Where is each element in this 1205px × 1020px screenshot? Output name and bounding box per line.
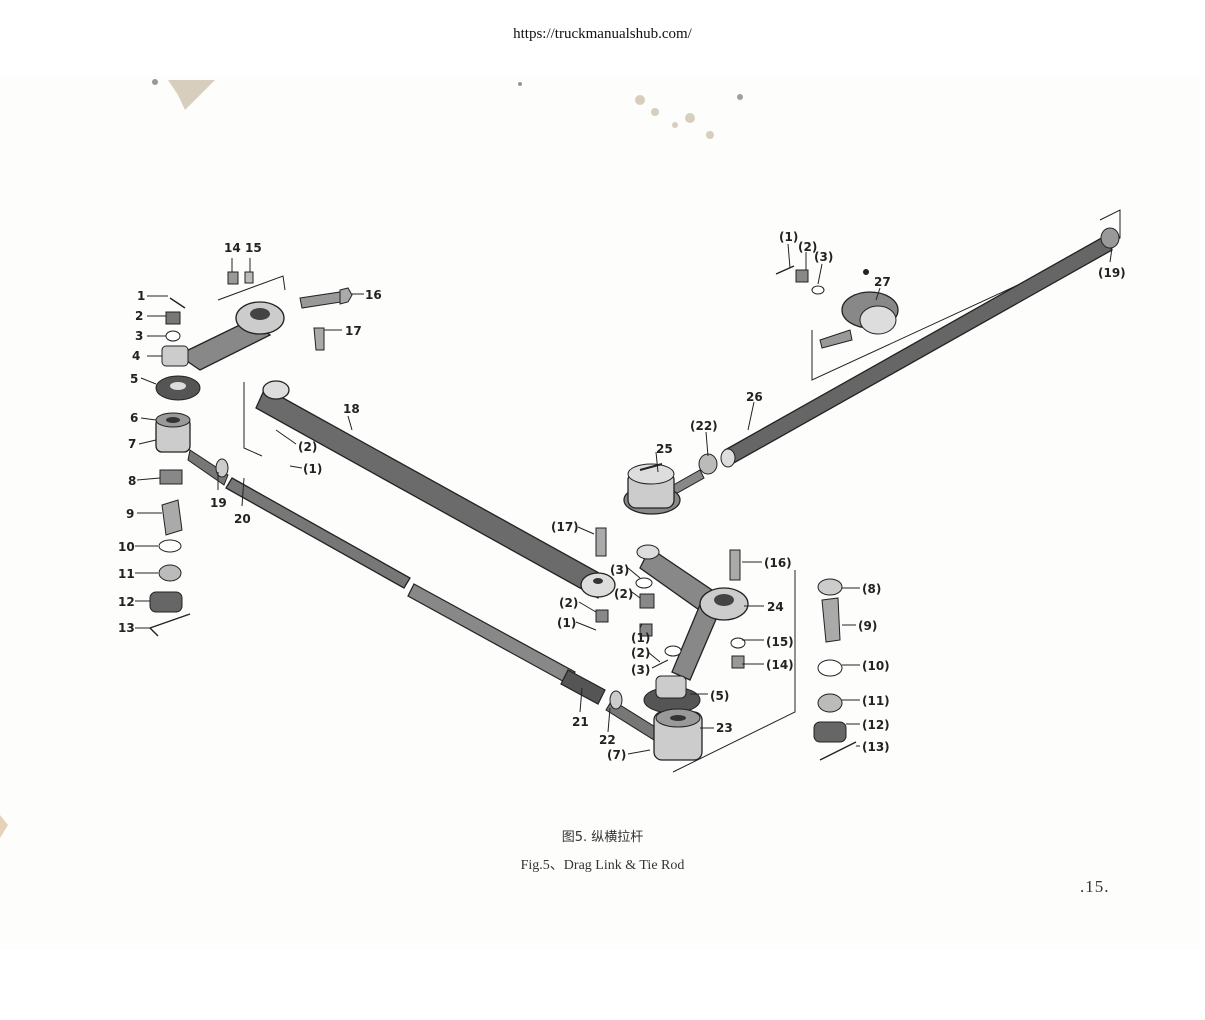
callout-22-paren: (22) xyxy=(690,419,718,433)
callout-2-paren-b: (2) xyxy=(614,587,633,601)
callout-1-paren-left: (1) xyxy=(303,462,322,476)
callout-11-paren: (11) xyxy=(862,694,890,708)
scan-smudges xyxy=(0,79,743,838)
callout-26: 26 xyxy=(746,390,763,404)
ball-socket-assembly xyxy=(775,265,899,349)
callout-19-paren: (19) xyxy=(1098,266,1126,280)
callout-18: 18 xyxy=(343,402,360,416)
callout-9-paren: (9) xyxy=(858,619,877,633)
callout-1-paren-b: (1) xyxy=(631,631,650,645)
callout-23: 23 xyxy=(716,721,733,735)
callout-16: 16 xyxy=(365,288,382,302)
tie-rod-tube xyxy=(187,449,661,741)
callout-2: 2 xyxy=(135,309,143,323)
assembly-outline-left xyxy=(217,209,1121,773)
callout-3: 3 xyxy=(135,329,143,343)
callout-12-paren: (12) xyxy=(862,718,890,732)
callout-7: 7 xyxy=(128,437,136,451)
callout-14-paren: (14) xyxy=(766,658,794,672)
page-number: .15. xyxy=(1080,877,1110,896)
leader-lines xyxy=(135,243,1113,755)
callout-13: 13 xyxy=(118,621,135,635)
scanned-sheet xyxy=(0,76,1200,950)
figure-caption-chinese: 图5. 纵横拉杆 xyxy=(561,830,644,845)
callout-1-paren-top: (1) xyxy=(779,230,798,244)
callout-24: 24 xyxy=(767,600,784,614)
callout-12: 12 xyxy=(118,595,135,609)
callout-20: 20 xyxy=(234,512,251,526)
callout-15: 15 xyxy=(245,241,262,255)
left-steering-arm xyxy=(149,271,353,637)
figure-caption-english: Fig.5、Drag Link & Tie Rod xyxy=(520,858,685,873)
callout-25: 25 xyxy=(656,442,673,456)
callout-21: 21 xyxy=(572,715,589,729)
callout-10: 10 xyxy=(118,540,135,554)
callout-15-paren: (15) xyxy=(766,635,794,649)
callout-labels: 14 15 16 17 1 2 3 4 5 6 7 8 9 10 11 12 1… xyxy=(118,230,1126,762)
callout-3-paren-b: (3) xyxy=(631,663,650,677)
cross-rod xyxy=(667,227,1120,497)
callout-14: 14 xyxy=(224,241,241,255)
callout-19: 19 xyxy=(210,496,227,510)
callout-2-paren-a: (2) xyxy=(559,596,578,610)
callout-3-paren-a: (3) xyxy=(610,563,629,577)
source-url[interactable]: https://truckmanualshub.com/ xyxy=(513,26,692,42)
callout-5-paren: (5) xyxy=(710,689,729,703)
callout-10-paren: (10) xyxy=(862,659,890,673)
callout-1: 1 xyxy=(137,289,145,303)
callout-22: 22 xyxy=(599,733,616,747)
callout-1-paren-a: (1) xyxy=(557,616,576,630)
callout-8-paren: (8) xyxy=(862,582,881,596)
callout-17-paren: (17) xyxy=(551,520,579,534)
callout-7-paren: (7) xyxy=(607,748,626,762)
drag-link-rod xyxy=(255,380,616,599)
callout-4: 4 xyxy=(132,349,140,363)
callout-9: 9 xyxy=(126,507,134,521)
callout-16-paren: (16) xyxy=(764,556,792,570)
callout-13-paren: (13) xyxy=(862,740,890,754)
callout-2-paren-top: (2) xyxy=(798,240,817,254)
callout-6: 6 xyxy=(130,411,138,425)
callout-3-paren-top: (3) xyxy=(814,250,833,264)
callout-2-paren-left: (2) xyxy=(298,440,317,454)
callout-2-paren-c: (2) xyxy=(631,646,650,660)
center-steering-arm xyxy=(595,463,749,761)
callout-5: 5 xyxy=(130,372,138,386)
right-ball-joint-parts xyxy=(813,578,857,761)
callout-8: 8 xyxy=(128,474,136,488)
callout-17: 17 xyxy=(345,324,362,338)
callout-11: 11 xyxy=(118,567,135,581)
callout-27: 27 xyxy=(874,275,891,289)
